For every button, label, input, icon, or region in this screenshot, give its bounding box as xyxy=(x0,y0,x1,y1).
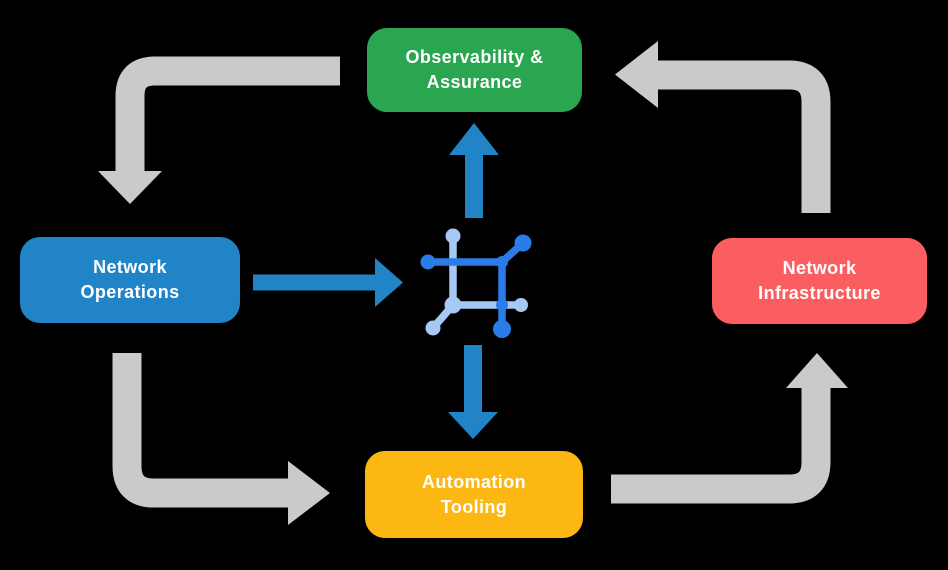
node-label-line: Operations xyxy=(80,282,180,302)
arrow-center-to-observability xyxy=(449,123,499,218)
arrow-observability-to-operations xyxy=(98,56,340,204)
node-label-line: Infrastructure xyxy=(758,283,881,303)
node-network-operations: Network Operations xyxy=(20,237,240,323)
arrow-center-to-tooling xyxy=(448,345,498,439)
node-label-line: Assurance xyxy=(426,72,523,92)
network-automation-icon xyxy=(420,228,532,338)
node-network-infrastructure: Network Infrastructure xyxy=(712,238,927,324)
arrow-operations-to-tooling xyxy=(112,353,330,525)
arrow-operations-to-center xyxy=(253,258,403,307)
arrow-tooling-to-infrastructure xyxy=(611,353,848,504)
node-label-line: Observability & xyxy=(405,47,544,68)
node-label-line: Tooling xyxy=(440,496,508,517)
node-label-line: Network xyxy=(782,258,857,279)
node-automation-tooling: Automation Tooling xyxy=(365,451,583,538)
node-observability-assurance: Observability & Assurance xyxy=(367,28,582,112)
node-label-line: Network xyxy=(93,257,167,278)
arrow-infrastructure-to-observability xyxy=(615,41,831,213)
node-label-line: Automation xyxy=(422,471,526,492)
